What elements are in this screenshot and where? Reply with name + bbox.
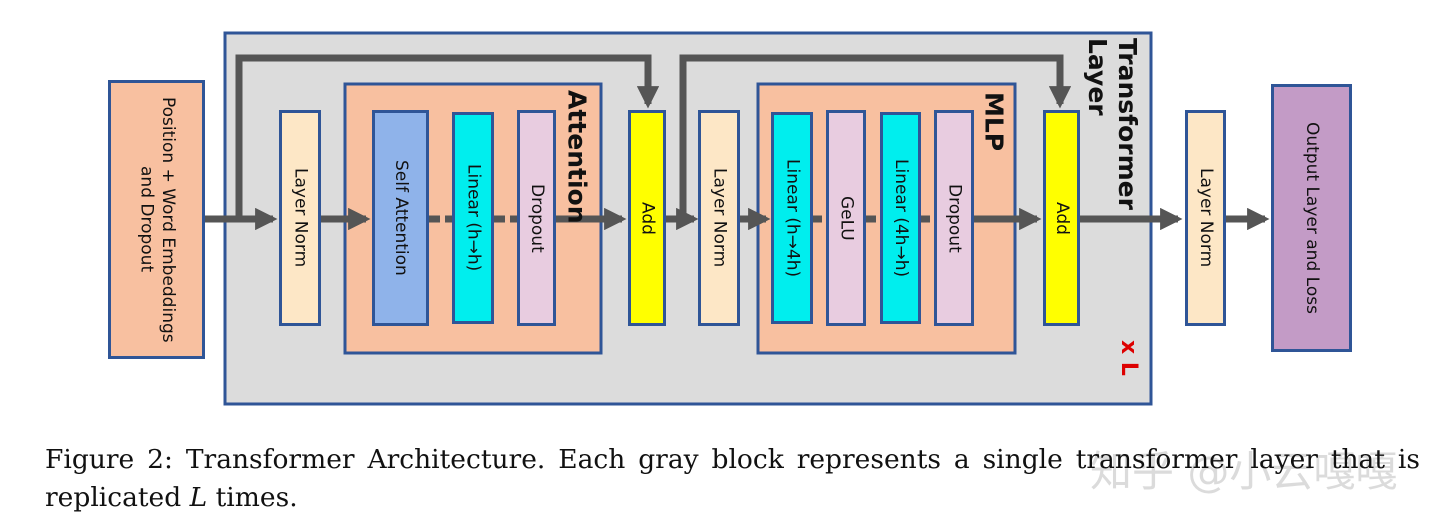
repeat-label: x L [1116,340,1141,376]
add-1-label: Add [637,201,658,235]
mlp-title: MLP [979,92,1009,152]
output-label: Output Layer and Loss [1302,122,1323,314]
layer-norm-1-label: Layer Norm [290,168,311,268]
arrow-residual-2 [679,54,1072,219]
linear-up-label: Linear (h→4h) [782,158,803,278]
linear-attn-label: Linear (h→h) [463,164,484,272]
watermark: 知乎 @小云嘎嘎 [1090,447,1398,496]
add-2-label: Add [1052,201,1073,235]
caption-text-after: times. [207,482,298,513]
gelu-box: GeLU [826,110,866,326]
figure-caption: Figure 2: Transformer Architecture. Each… [45,441,1420,517]
dropout-mlp-label: Dropout [944,183,965,253]
embeddings-label: Position + Word Embeddings and Dropout [136,96,178,343]
linear-attn-box: Linear (h→h) [452,112,494,324]
gelu-label: GeLU [836,195,857,241]
dropout-attn-label: Dropout [527,183,548,253]
add-2-box: Add [1043,110,1080,326]
self-attention-label: Self Attention [391,160,412,276]
caption-italic-variable: L [189,482,208,513]
layer-norm-2-label: Layer Norm [709,168,730,268]
transformer-layer-title: Transformer Layer [1083,38,1142,210]
layer-norm-final-label: Layer Norm [1196,168,1217,268]
linear-up-box: Linear (h→4h) [771,112,813,324]
layer-norm-2: Layer Norm [698,110,740,326]
arrow-residual-1 [235,54,660,219]
data-flow-arrows [204,54,1270,231]
output-box: Output Layer and Loss [1271,84,1352,352]
transformer-diagram: Position + Word Embeddings and Dropout L… [108,31,1352,406]
caption-text-before: Figure 2: Transformer Architecture. Each… [45,444,1420,513]
dropout-mlp-box: Dropout [934,110,974,326]
repeat-label-text: x L [1116,340,1141,376]
attention-title: Attention [562,90,592,224]
self-attention-box: Self Attention [372,110,429,326]
add-1-box: Add [628,110,666,326]
dropout-attn-box: Dropout [517,110,556,326]
layer-norm-final: Layer Norm [1185,110,1226,326]
embeddings-box: Position + Word Embeddings and Dropout [108,80,205,359]
linear-down-box: Linear (4h→h) [880,112,921,324]
linear-down-label: Linear (4h→h) [891,158,912,278]
layer-norm-1: Layer Norm [279,110,321,326]
